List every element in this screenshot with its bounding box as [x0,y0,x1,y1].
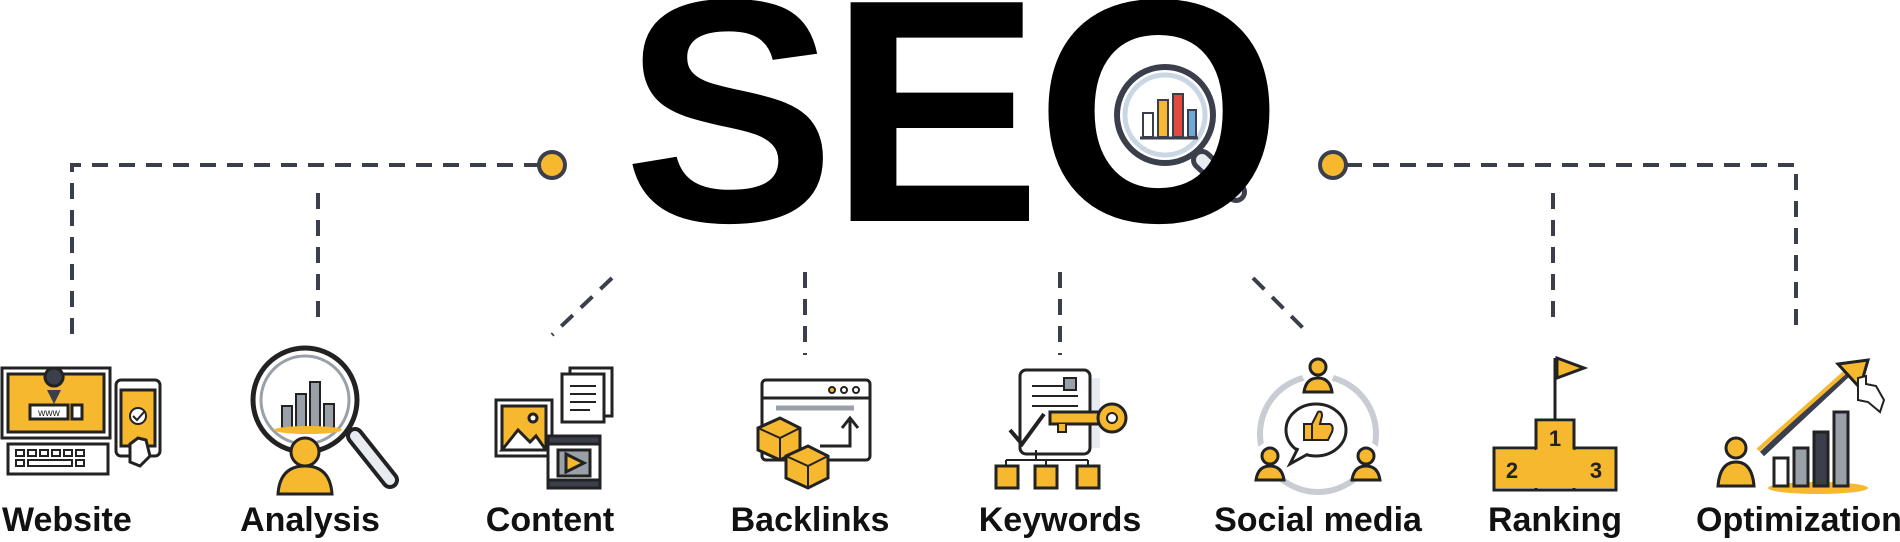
connector-dot-right [1318,150,1348,180]
label-optimization: Optimization [1696,501,1900,539]
label-social-media: Social media [1214,501,1422,539]
label-keywords: Keywords [978,501,1142,539]
connector-dot-left [537,150,567,180]
svg-text:www: www [37,408,60,419]
optimization-growth-icon [1716,358,1886,494]
label-analysis: Analysis [240,501,380,539]
label-website: Website [2,501,132,539]
website-devices-icon: www [0,366,162,476]
social-media-icon [1254,356,1382,495]
analysis-magnifier-icon [250,345,399,496]
label-ranking: Ranking [1487,501,1623,539]
ranking-podium-icon: 1 2 3 [1492,355,1618,492]
magnifier-chart-icon [1114,64,1247,203]
svg-text:3: 3 [1590,458,1602,483]
svg-text:2: 2 [1506,458,1518,483]
content-media-icon [494,366,614,490]
label-backlinks: Backlinks [730,501,890,539]
seo-headline: SEO [623,0,1283,289]
backlinks-browser-icon [756,378,872,490]
label-content: Content [485,501,615,539]
svg-text:1: 1 [1549,426,1561,451]
connector-lines [70,163,1798,355]
keywords-key-icon [994,368,1128,490]
